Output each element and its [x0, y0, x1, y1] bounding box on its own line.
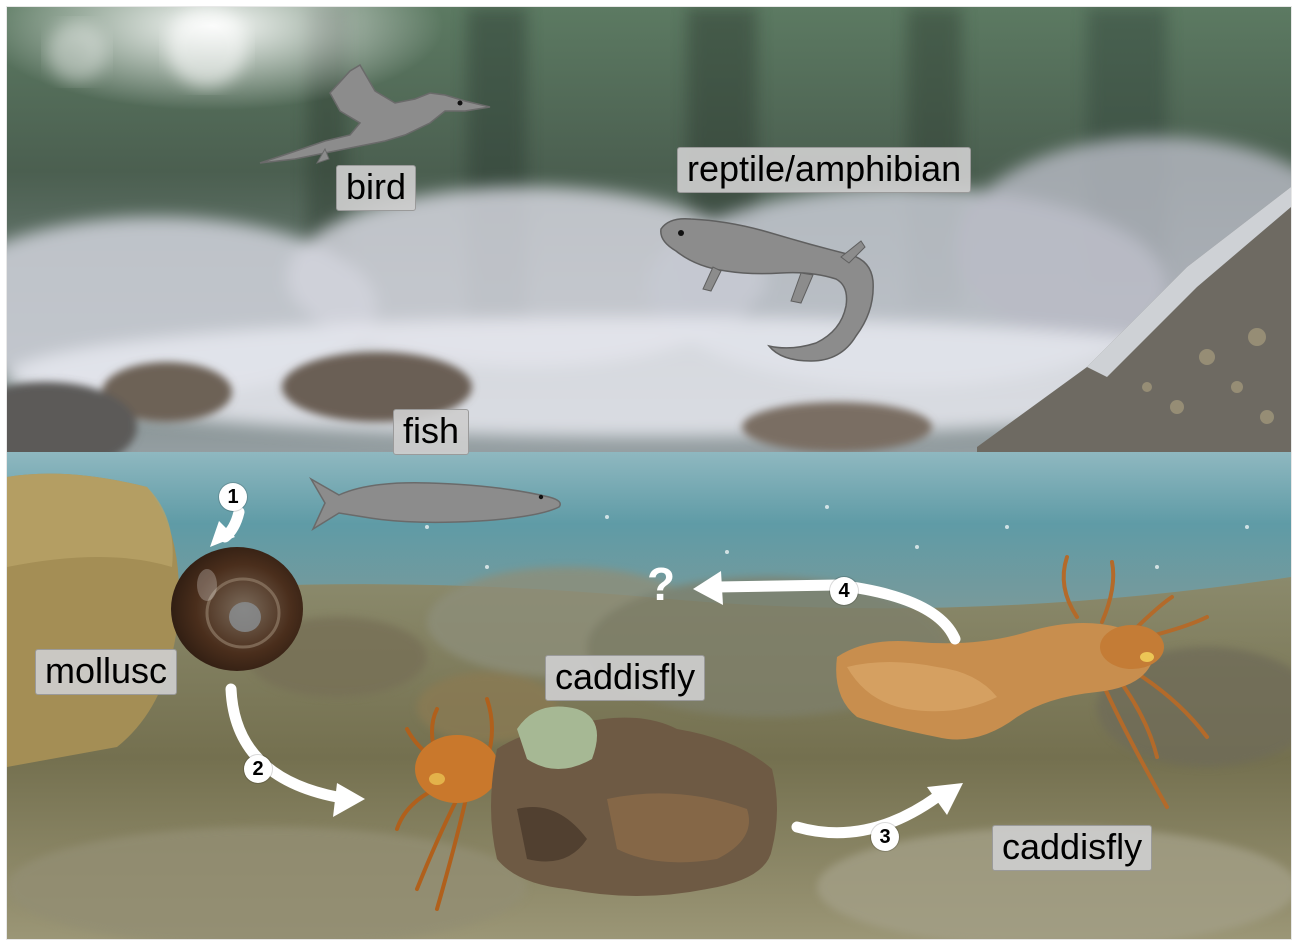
- label-reptile-amphibian: reptile/amphibian: [677, 147, 971, 193]
- food-web-scene: 1 2 3 4 ? bird reptile/amphibian fish mo…: [6, 6, 1292, 940]
- step-3-badge: 3: [871, 823, 899, 851]
- step-2-badge: 2: [244, 755, 272, 783]
- label-bird: bird: [336, 165, 416, 211]
- label-mollusc: mollusc: [35, 649, 177, 695]
- label-fish: fish: [393, 409, 469, 455]
- food-web-arrows: [7, 7, 1291, 939]
- arrowhead-4: [693, 571, 723, 605]
- label-caddisfly-center: caddisfly: [545, 655, 705, 701]
- step-1-badge: 1: [219, 483, 247, 511]
- arrow-2: [231, 689, 337, 797]
- step-4-badge: 4: [830, 577, 858, 605]
- arrowhead-2: [333, 783, 365, 817]
- arrow-3: [797, 797, 937, 833]
- label-caddisfly-right: caddisfly: [992, 825, 1152, 871]
- unknown-consumer-mark: ?: [647, 561, 675, 607]
